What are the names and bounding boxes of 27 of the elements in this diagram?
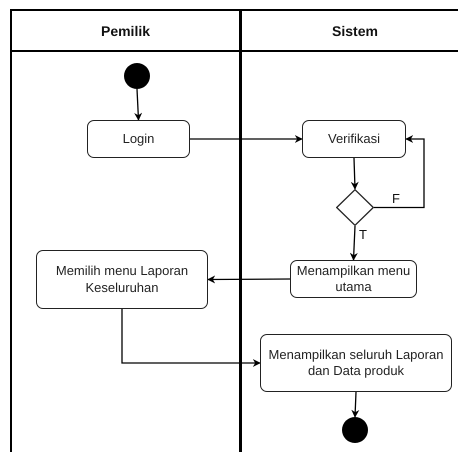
lane-title: Pemilik: [100, 22, 150, 38]
action-box: [290, 260, 417, 298]
arrow: [121, 309, 261, 367]
arrow: [134, 88, 142, 121]
edge-label: T: [358, 228, 368, 241]
action-text: Login: [122, 130, 154, 148]
action-box: [260, 334, 452, 392]
action-text: Verifikasi: [328, 130, 380, 148]
decision-diamond: [336, 189, 374, 226]
arrow: [350, 226, 358, 261]
arrow: [190, 135, 303, 143]
action-box: [302, 120, 406, 158]
action-text: Memilih menu Laporan Keseluruhan: [54, 263, 190, 296]
arrow: [207, 275, 290, 284]
action-box: [87, 120, 190, 158]
action-text: Menampilkan seluruh Laporan dan Data produk: [268, 346, 444, 380]
edge-label: F: [391, 192, 401, 205]
end-node: [342, 417, 368, 443]
swimlane: [240, 9, 458, 452]
action-box: [36, 250, 208, 309]
swimlane: [10, 9, 241, 452]
start-node: [124, 63, 150, 89]
lane-title: Sistem: [332, 22, 378, 38]
arrow: [351, 392, 360, 418]
arrow: [374, 135, 425, 208]
action-text: Menampilkan menu utama: [296, 262, 412, 296]
arrow: [350, 158, 359, 190]
